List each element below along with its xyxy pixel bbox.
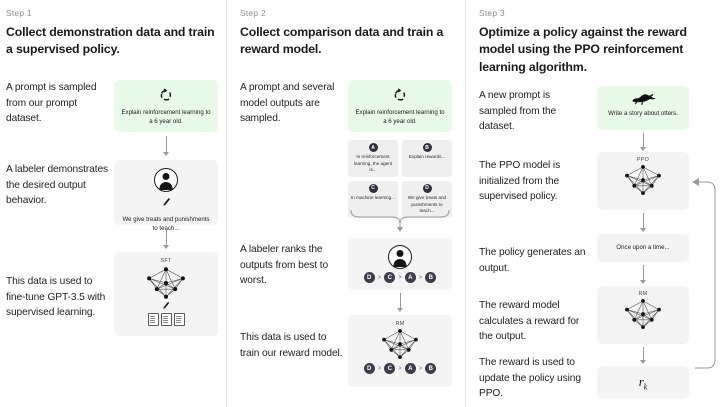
output-text-b: Explain rewards...: [408, 154, 446, 159]
rank-badge-b4: B: [425, 363, 437, 374]
reward-letter: r: [638, 373, 644, 389]
rank-sep-3: >: [418, 274, 423, 281]
step-2-caption-3: This data is used to train our reward mo…: [240, 332, 343, 359]
output-badge-b: B: [422, 143, 432, 152]
step-3-column: Step 3 Optimize a policy against the rew…: [465, 0, 720, 407]
step-1-caption-3: This data is used to fine-tune GPT-3.5 w…: [6, 276, 106, 318]
output-option-d: D We give treats and punishments to teac…: [402, 180, 452, 218]
step-3-caption-4: The reward model calculates a reward for…: [479, 300, 580, 342]
step-2-rm-label: RM: [395, 321, 405, 327]
rank-badge-1: D: [363, 272, 375, 283]
rank-badge-b2: C: [384, 363, 396, 374]
step-3-reward-card: rk: [597, 366, 689, 399]
step-2-caption-1: A prompt and several model outputs are s…: [240, 82, 335, 124]
output-text-a: In reinforcement learning, the agent is.…: [353, 154, 393, 173]
step-3-output-text: Once upon a time...: [616, 244, 670, 252]
step-2-labeler-card: D > C > A > B: [348, 238, 452, 290]
step-3-output-card: Once upon a time...: [597, 234, 689, 262]
reward-symbol: rk: [639, 374, 648, 392]
step-2-prompt-card: Explain reinforcement learning to a 6 ye…: [348, 80, 452, 132]
step-1-documents: [121, 313, 211, 326]
step-2-title: Collect comparison data and train a rewa…: [240, 25, 444, 57]
person-icon: [388, 245, 412, 269]
step-1-caption-1: A prompt is sampled from our prompt data…: [6, 82, 97, 124]
output-option-a: A In reinforcement learning, the agent i…: [348, 140, 398, 177]
cycle-icon: [121, 88, 211, 102]
step-1-title: Collect demonstration data and train a s…: [6, 25, 215, 57]
step-1-prompt-text: Explain reinforcement learning to a 6 ye…: [121, 109, 211, 126]
output-option-c: C In machine learning...: [348, 180, 398, 218]
step-3-ppo-card: PPO: [597, 152, 689, 210]
rank-sep-2: >: [398, 274, 402, 281]
output-badge-a: A: [368, 143, 378, 152]
otter-icon: [603, 93, 683, 105]
arrow-3-3: [638, 265, 648, 284]
column-divider-1: [226, 0, 227, 407]
pencil-icon: [121, 301, 211, 311]
output-option-b: B Explain rewards...: [402, 140, 452, 177]
step-3-ppo-label: PPO: [636, 157, 650, 163]
neural-network-icon: [121, 266, 211, 300]
neural-network-icon: [603, 298, 683, 330]
step-1-column: Step 1 Collect demonstration data and tr…: [0, 0, 226, 407]
arrow-3-1: [638, 133, 648, 151]
step-2-prompt-text: Explain reinforcement learning to a 6 ye…: [355, 109, 445, 126]
step-3-prompt-text: Write a story about otters.: [608, 110, 678, 117]
arrow-1-2: [161, 228, 171, 249]
step-1-label: Step 1: [6, 8, 32, 18]
pencil-icon: [161, 195, 172, 213]
step-1-caption-2: A labeler demonstrates the desired outpu…: [6, 164, 108, 206]
output-badge-d: D: [422, 183, 432, 193]
arrow-3-2: [638, 213, 648, 232]
cycle-icon: [355, 88, 445, 102]
step-2-column: Step 2 Collect comparison data and train…: [226, 0, 465, 407]
rank-sep-1: >: [377, 274, 382, 281]
step-2-outputs-grid: A In reinforcement learning, the agent i…: [348, 140, 452, 218]
rank-badge-4: B: [425, 272, 437, 283]
step-3-label: Step 3: [479, 8, 505, 18]
rank-sep-b2: >: [398, 365, 402, 372]
step-3-rm-label: RM: [638, 291, 648, 297]
step-1-sft-label: SFT: [160, 258, 172, 264]
person-icon: [154, 168, 178, 192]
neural-network-icon: [354, 328, 446, 360]
reward-subscript: k: [643, 382, 648, 392]
step-1-labeler-card: We give treats and punishments to teach.…: [114, 160, 218, 232]
rank-sep-b1: >: [377, 365, 382, 372]
rank-badge-2: C: [384, 272, 396, 283]
column-divider-2: [465, 0, 466, 407]
step-2-rm-card: RM D >: [348, 315, 452, 387]
step-2-label: Step 2: [240, 8, 266, 18]
feedback-loop-arrow: [681, 170, 717, 390]
output-text-c: In machine learning...: [351, 194, 395, 200]
arrow-3-4: [638, 347, 648, 364]
step-2-caption-2: A labeler ranks the outputs from best to…: [240, 244, 329, 286]
rank-badge-b1: D: [363, 363, 375, 374]
step-3-caption-2: The PPO model is initialized from the su…: [479, 160, 561, 202]
step-3-rm-card: RM: [597, 286, 689, 344]
rank-badge-3: A: [404, 272, 416, 283]
rank-badge-b3: A: [404, 363, 416, 374]
step-3-caption-5: The reward is used to update the policy …: [479, 357, 581, 399]
neural-network-icon: [603, 164, 683, 196]
step-3-title: Optimize a policy against the reward mod…: [479, 25, 687, 74]
arrow-1-1: [161, 136, 171, 156]
arrow-2-1: [395, 293, 405, 312]
step-1-prompt-card: Explain reinforcement learning to a 6 ye…: [114, 80, 218, 132]
merge-brace: [348, 206, 452, 239]
output-text-d: We give treats and punishments to teach.…: [407, 194, 447, 214]
step-3-caption-3: The policy generates an output.: [479, 247, 586, 274]
rank-sep-b3: >: [418, 365, 423, 372]
step-2-ranking-bottom: D > C > A > B: [354, 363, 446, 374]
step-1-sft-card: SFT: [114, 252, 218, 336]
step-2-ranking-top: D > C > A > B: [354, 272, 446, 283]
output-badge-c: C: [368, 183, 378, 193]
step-3-prompt-card: Write a story about otters.: [597, 86, 689, 130]
step-3-caption-1: A new prompt is sampled from the dataset…: [479, 90, 557, 132]
